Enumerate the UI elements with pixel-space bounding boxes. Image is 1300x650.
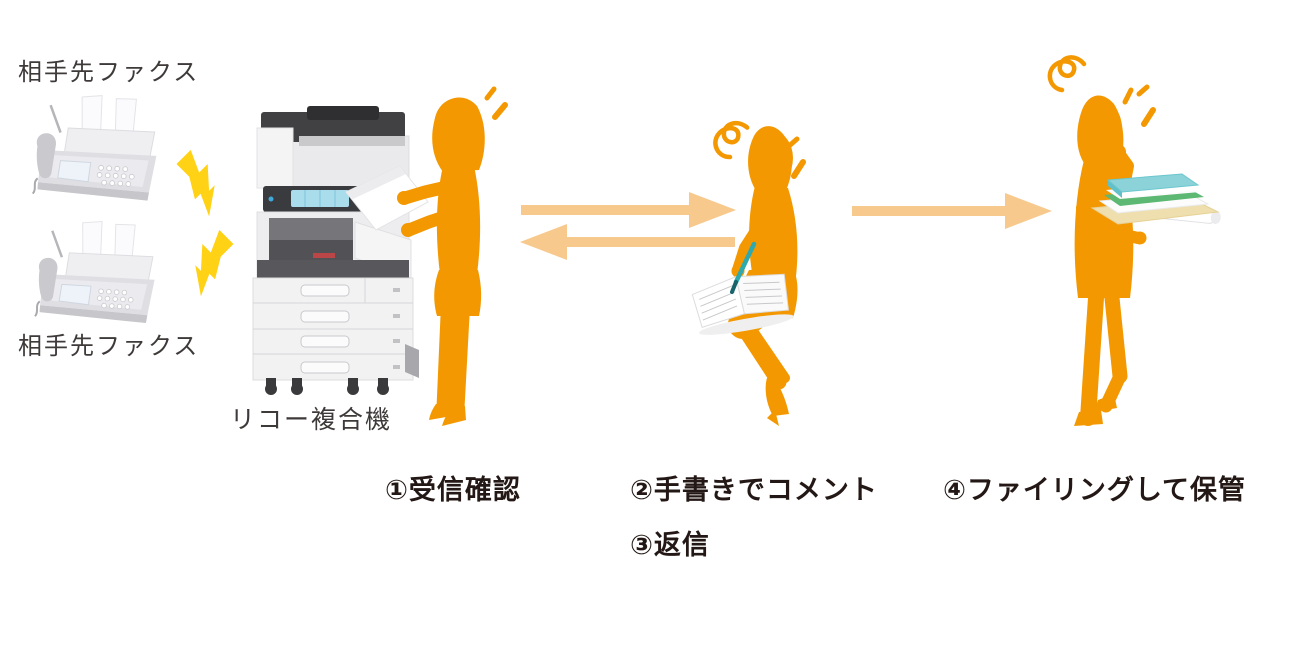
arrow-right-icon-1 [521, 192, 736, 228]
step-1-label: ①受信確認 [385, 475, 521, 505]
fax-paper-sheet [345, 165, 429, 231]
woman-at-printer-silhouette [397, 97, 485, 426]
arrow-left-icon [520, 224, 735, 260]
printer-label: リコー複合機 [230, 406, 393, 434]
confusion-squiggle-icon-person3 [1047, 55, 1087, 93]
surprise-marks-icon-person1 [484, 86, 508, 120]
notebook-icon [691, 273, 794, 335]
books-stack-icon [1090, 173, 1221, 225]
surprise-marks-icon-person3 [1122, 84, 1156, 127]
person-with-files-silhouette [1074, 95, 1147, 426]
lightning-bolt-icon-top [176, 149, 215, 217]
partner-fax-label-top: 相手先ファクス [18, 59, 200, 86]
step-2-label: ②手書きでコメント [630, 475, 878, 505]
surprise-marks-icon-person2 [772, 136, 806, 179]
lightning-bolt-icon-bottom [195, 229, 234, 297]
fax-machine-icon-top [31, 95, 157, 201]
step-3-label: ③返信 [630, 530, 710, 560]
arrow-right-icon-2 [852, 193, 1052, 229]
fax-machine-icon-bottom [34, 220, 155, 324]
partner-fax-label-bottom: 相手先ファクス [18, 333, 200, 360]
confusion-squiggle-icon-person2 [713, 120, 750, 160]
pen-icon [730, 241, 757, 294]
step-4-label: ④ファイリングして保管 [943, 475, 1247, 505]
